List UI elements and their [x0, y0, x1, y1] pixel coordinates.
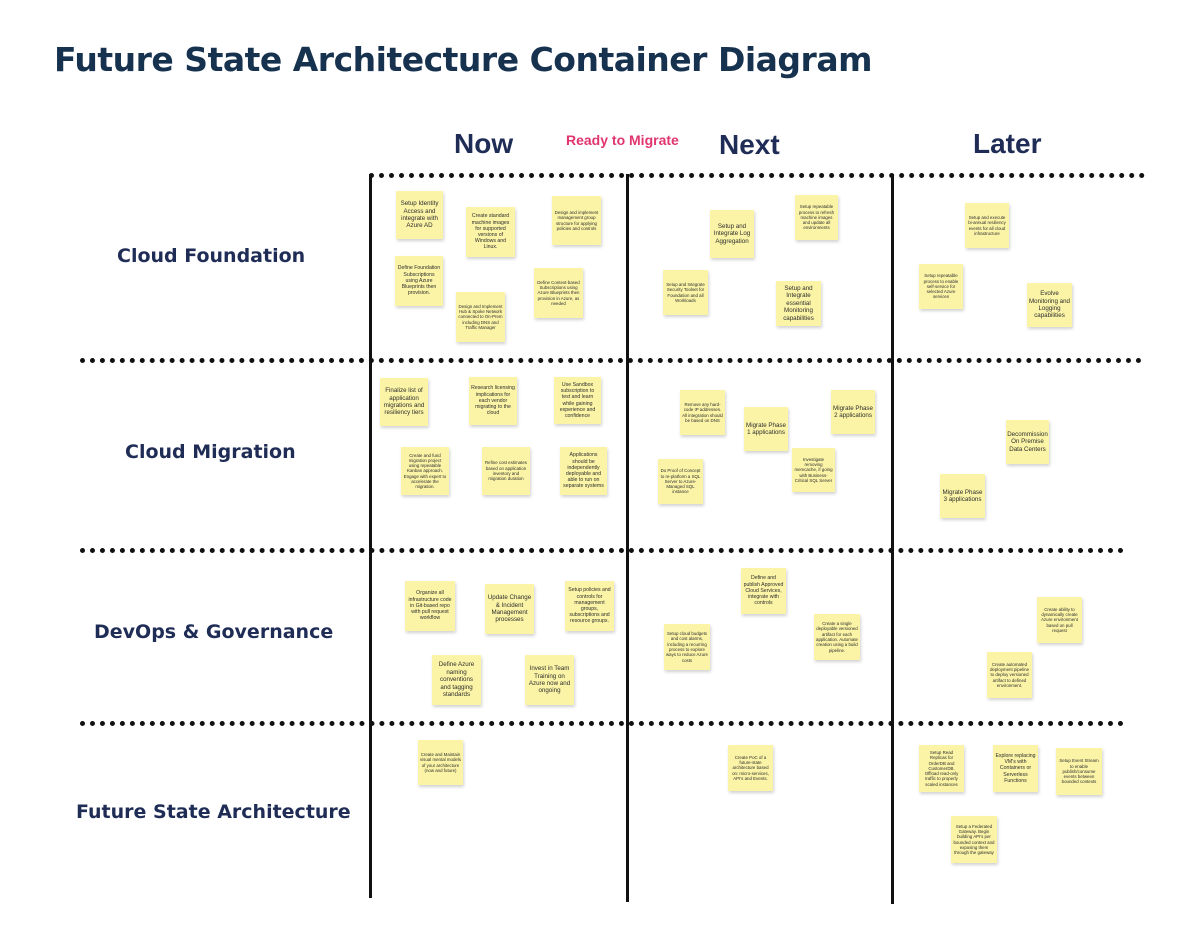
sticky-note[interactable]: Evolve Monitoring and Logging capabiliti…: [1027, 283, 1072, 327]
sticky-note[interactable]: Design and implement management group st…: [552, 196, 601, 245]
sticky-note[interactable]: Research licensing implications for each…: [469, 377, 517, 425]
sticky-note[interactable]: Define Foundation Subscriptions using Az…: [395, 256, 443, 306]
row-header-cloud-migration: Cloud Migration: [125, 441, 296, 463]
sticky-note[interactable]: Create and fund migration project using …: [401, 447, 449, 495]
sticky-note[interactable]: Setup and Integrate Log Aggregation: [710, 210, 754, 258]
row-header-devops-governance: DevOps & Governance: [94, 621, 334, 643]
page-title: Future State Architecture Container Diag…: [54, 40, 872, 79]
sticky-note[interactable]: Create and Maintain visual mental models…: [418, 740, 463, 785]
sticky-note[interactable]: Setup repeatable process to refresh mach…: [795, 195, 838, 240]
sticky-note[interactable]: Remove any hard-code IP addresses. All i…: [680, 390, 725, 435]
sticky-note[interactable]: Update Change & Incident Management proc…: [485, 584, 534, 634]
column-divider-later: [891, 174, 894, 904]
ready-to-migrate-label: Ready to Migrate: [566, 132, 679, 148]
dotted-divider-row-2: [80, 548, 1124, 553]
sticky-note[interactable]: Finalize list of application migrations …: [380, 378, 428, 426]
column-divider-now: [369, 174, 372, 898]
column-header-next: Next: [719, 129, 780, 160]
sticky-note[interactable]: Create standard machine images for suppo…: [466, 207, 515, 257]
sticky-note[interactable]: Create ability to dynamically create Azu…: [1037, 597, 1082, 643]
sticky-note[interactable]: Setup Identity Access and integrate with…: [396, 191, 443, 239]
sticky-note[interactable]: Define Context-based Subscriptions using…: [534, 268, 583, 318]
sticky-note[interactable]: Setup Event Stream to enable publish/con…: [1056, 748, 1102, 795]
sticky-note[interactable]: Applications should be independently dep…: [560, 447, 607, 495]
sticky-note[interactable]: Setup a Federated Gateway. Begin buildin…: [951, 816, 997, 863]
sticky-note[interactable]: Decommission On Premise Data Centers: [1006, 420, 1049, 464]
sticky-note[interactable]: Refine cost estimates based on applicati…: [482, 447, 530, 495]
sticky-note[interactable]: Migrate Phase 1 applications: [744, 407, 788, 451]
dotted-divider-top: [369, 173, 1145, 178]
column-header-now: Now: [454, 128, 514, 159]
sticky-note[interactable]: Explore replacing VM's with Containers o…: [993, 745, 1038, 792]
column-header-later: Later: [973, 128, 1042, 159]
sticky-note[interactable]: Define Azure naming conventions and tagg…: [432, 655, 481, 705]
dotted-divider-row-1: [80, 358, 1142, 363]
sticky-note[interactable]: Setup and Integrate essential Monitoring…: [776, 281, 821, 326]
sticky-note[interactable]: Migrate Phase 2 applications: [831, 390, 875, 434]
sticky-note[interactable]: Define and publish Approved Cloud Servic…: [741, 568, 786, 614]
sticky-note[interactable]: Investigate removing memcache, if going …: [792, 448, 835, 492]
sticky-note[interactable]: Organize all infrastructure code in Git-…: [405, 581, 455, 631]
sticky-note[interactable]: Setup and Integrate Security Toolset for…: [663, 270, 708, 315]
sticky-note[interactable]: Setup cloud budgets and cost alarms, inc…: [664, 624, 710, 670]
sticky-note[interactable]: Create a single deployable versioned art…: [814, 614, 860, 660]
sticky-note[interactable]: Design and Implement Hub & Spoke Network…: [456, 292, 505, 342]
sticky-note[interactable]: Invest in Team Training on Azure now and…: [525, 655, 574, 705]
dotted-divider-row-3: [80, 721, 1124, 726]
row-header-future-state-architecture: Future State Architecture: [76, 801, 351, 823]
sticky-note[interactable]: Use Sandbox subscription to test and lea…: [554, 377, 601, 424]
sticky-note[interactable]: Do Proof of Concept to re-platform a SQL…: [658, 459, 703, 504]
sticky-note[interactable]: Setup policies and controls for manageme…: [565, 581, 614, 631]
sticky-note[interactable]: Setup Read Replicas for OrderDB and Cust…: [919, 745, 964, 792]
column-divider-next: [626, 174, 629, 902]
sticky-note[interactable]: Setup repeatable process to enable self-…: [919, 264, 963, 309]
sticky-note[interactable]: Migrate Phase 3 applications: [940, 474, 985, 518]
sticky-note[interactable]: Create PoC of a future-state architectur…: [728, 745, 773, 791]
sticky-note[interactable]: Setup and execute bi-annual resiliency e…: [965, 203, 1009, 248]
sticky-note[interactable]: Create automated deployment pipeline to …: [987, 652, 1032, 698]
row-header-cloud-foundation: Cloud Foundation: [117, 245, 306, 267]
